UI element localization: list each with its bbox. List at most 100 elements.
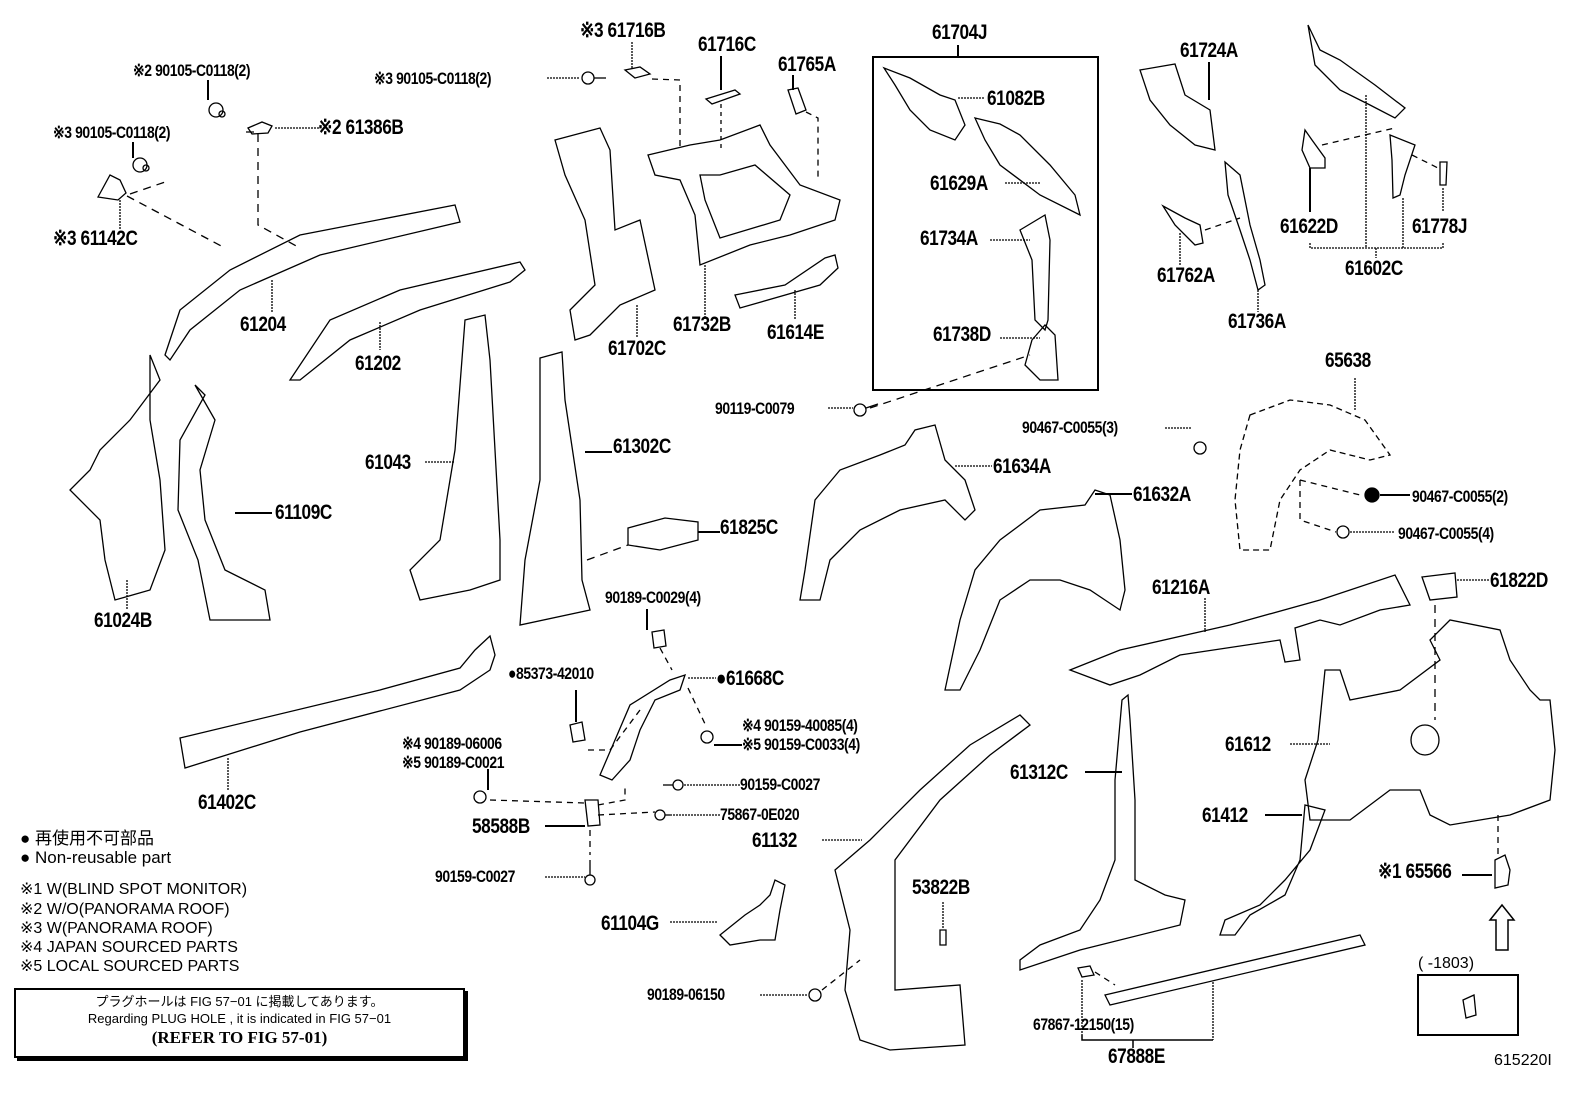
bracket-61142c [96,174,127,201]
rail-61216a [1068,574,1411,686]
part-label: 67867-12150(15) [1033,1015,1134,1034]
nut-icon [1193,441,1207,455]
clip-61778j [1439,161,1448,186]
clip-icon [651,629,667,649]
leader-dashed [1204,217,1241,231]
leader-dashed [651,78,681,150]
part-label: ※2 90105-C0118(2) [133,61,251,80]
part-label: 61614E [767,321,824,344]
leader-dashed [821,959,861,991]
part-label: 61043 [365,451,411,474]
liner-65638 [1234,399,1392,551]
panel-61734a [1019,213,1051,332]
panel-61614e [734,254,839,309]
mudguard-61668c [599,673,687,781]
quarter-panel-61612 [1304,619,1556,826]
leader-dashed [1411,154,1439,169]
legend-note-4: ※4 JAPAN SOURCED PARTS [20,939,238,956]
pillar-61312c [1019,693,1186,971]
part-label: 61822D [1490,569,1548,592]
panel-61736a [1224,160,1266,292]
inset-box [1417,974,1519,1036]
pillar-61302c [519,351,591,626]
part-label: 61202 [355,352,401,375]
roof-rail-61204 [164,204,461,362]
part-label: 61104G [601,912,659,935]
figure-id: 615220I [1494,1052,1552,1069]
wheelhouse-61632a [944,489,1126,691]
part-label: 61216A [1152,576,1210,599]
part-label: 61109C [275,501,332,524]
part-label: 61716C [698,33,756,56]
part-label: 90467-C0055(4) [1398,524,1494,543]
part-label: 61312C [1010,761,1068,784]
bolt-icon [853,403,879,417]
part-label: 90159-C0027 [740,775,820,794]
part-label: 61402C [198,791,256,814]
screw-icon [808,988,822,1002]
part-label: 67888E [1108,1045,1165,1068]
window-opening [699,164,791,239]
leader-dashed [869,354,1031,409]
screw-icon [663,779,684,791]
nut-icon [1364,487,1380,503]
part-label: 61612 [1225,733,1271,756]
part-label: 90159-C0027 [435,867,515,886]
leader-dashed [126,131,301,249]
pillar-61043 [409,314,501,601]
part-label: 61704J [932,21,988,44]
inset-range-label: ( -1803) [1418,955,1475,972]
panel-61622d [1301,128,1326,169]
clip-icon [569,721,586,743]
lid-61822d [1421,572,1458,601]
part-label: ※3 61716B [580,19,666,42]
screw-icon [584,860,596,886]
part-label: 61632A [1133,483,1191,506]
part-label: ※3 61142C [53,227,138,250]
bracket-leader [1081,1035,1213,1041]
legend-non-reusable-jp: ● 再使用不可部品 [20,829,154,848]
rocker-61402c [179,634,496,769]
inset-bracket-icon [1462,994,1477,1019]
bracket-leader [1309,243,1444,249]
part-label: ※2 61386B [318,116,404,139]
pad-61825c [627,517,699,551]
part-label: ●61668C [716,667,784,690]
pillar-61132 [834,714,1031,1051]
legend-non-reusable-en: ● Non-reusable part [20,848,172,867]
part-label: 65638 [1325,349,1371,372]
part-label: 58588B [472,815,530,838]
flap-58588b [584,799,601,827]
bracket-61104g [719,879,786,946]
panel-61738d [1024,324,1059,381]
part-label: 61825C [720,516,778,539]
panel-61082b [882,66,966,141]
part-label: ※5 90159-C0033(4) [742,735,860,754]
part-label: ※4 90159-40085(4) [742,716,858,735]
part-label: 61732B [673,313,731,336]
part-label: ●85373-42010 [508,664,594,683]
leader-dashed [489,785,656,816]
panel-61602c-upper [1307,24,1406,119]
panel-61724a [1139,63,1216,151]
bolt-icon [132,142,150,173]
part-label: 61024B [94,609,152,632]
pillar-61024b [69,354,166,601]
part-label: 61762A [1157,264,1215,287]
part-label: 61602C [1345,257,1403,280]
leader-dashed [1094,971,1116,986]
nut-icon [1336,525,1350,539]
leader-dashed [585,647,707,751]
part-label: 61132 [752,829,797,852]
arrow-up-icon [1488,903,1516,951]
part-label: 61736A [1228,310,1286,333]
part-label: 61778J [1412,215,1468,238]
panel-61412 [1219,804,1326,936]
part-label: 61204 [240,313,286,336]
clip-61765a [787,87,807,115]
panel-61602c-lower [1389,134,1416,199]
screw-icon [700,730,714,744]
reference-line-ref: (REFER TO FIG 57-01) [151,1028,328,1047]
panel-61702c [554,127,656,341]
